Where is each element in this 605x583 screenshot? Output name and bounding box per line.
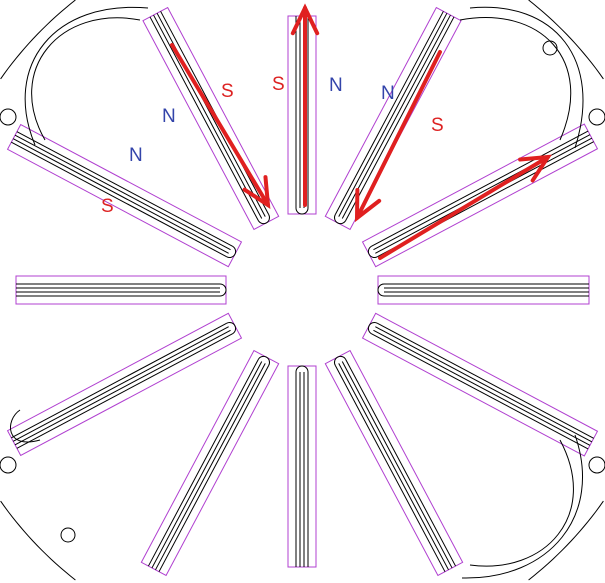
coil-trace <box>376 322 594 439</box>
direction-arrow <box>355 50 442 220</box>
coil-trace-loop <box>461 434 584 579</box>
pole-label-s: S <box>221 81 234 102</box>
coil-trace-loop <box>469 6 584 149</box>
coil-trace <box>345 359 457 567</box>
coil-trace <box>338 12 448 217</box>
slot-outline <box>6 312 243 457</box>
coil-trace <box>16 333 233 449</box>
slot-outline <box>377 275 590 305</box>
coil-slot <box>140 349 280 577</box>
coil-slot <box>142 6 280 231</box>
coil-trace <box>371 333 589 450</box>
coil-slot <box>15 275 227 305</box>
outer-board-edge <box>528 0 604 80</box>
slot-outline <box>287 15 317 215</box>
coil-trace <box>151 361 263 569</box>
pole-label-s: S <box>101 196 114 217</box>
mounting-hole <box>0 456 17 474</box>
coil-trace-loop <box>31 17 141 141</box>
coil-trace-turn <box>367 245 378 258</box>
arrowhead-icon <box>242 175 271 209</box>
coil-trace-turn <box>377 283 385 297</box>
coil-trace <box>373 134 591 251</box>
coil-trace-loop <box>469 439 574 567</box>
coil-slot <box>324 6 462 231</box>
coil-trace-turn <box>226 322 237 335</box>
coil-trace <box>338 363 449 571</box>
coil-trace-turn <box>334 214 347 225</box>
arrowhead-icon <box>290 3 320 36</box>
coil-trace-turn <box>295 365 309 373</box>
coil-trace <box>11 322 228 439</box>
coil-trace <box>147 359 259 567</box>
slot-outline <box>15 275 227 305</box>
arrowhead-icon <box>518 154 552 183</box>
pole-label-n: N <box>162 106 176 127</box>
slot-outline <box>361 312 599 457</box>
mounting-hole <box>588 108 605 126</box>
coil-trace <box>158 364 270 572</box>
mounting-hole <box>0 108 17 126</box>
coil-trace-turn <box>219 283 227 297</box>
coil-trace <box>149 16 259 221</box>
coil-trace <box>155 363 266 571</box>
coil-trace <box>375 326 593 443</box>
coil-trace-turn <box>367 322 378 335</box>
coil-trace <box>373 329 591 446</box>
coil-slot <box>361 312 599 457</box>
coil-slot <box>6 123 243 268</box>
pole-label-n: N <box>329 75 343 96</box>
coil-trace <box>371 130 589 247</box>
direction-arrow <box>170 43 270 207</box>
outer-board-edge <box>0 500 76 581</box>
coil-trace <box>153 14 263 219</box>
pole-label-n: N <box>381 83 395 104</box>
coil-trace-loop <box>9 409 41 443</box>
coil-trace <box>12 138 229 254</box>
pole-label-s: S <box>431 115 444 136</box>
pole-label-s: S <box>272 74 285 95</box>
coil-trace <box>334 11 444 216</box>
coil-trace <box>16 131 233 247</box>
coil-trace <box>14 329 231 446</box>
coil-trace <box>341 14 451 219</box>
coil-trace-loop <box>24 6 149 146</box>
direction-arrow <box>378 155 550 260</box>
coil-slot <box>287 15 317 215</box>
coil-trace-turn <box>257 355 270 366</box>
arrowhead-icon <box>354 188 382 223</box>
coil-trace-loop <box>459 17 572 141</box>
outer-board-edge <box>0 0 76 80</box>
mounting-hole <box>60 527 76 543</box>
pole-label-n: N <box>129 145 143 166</box>
mounting-hole <box>588 456 605 474</box>
coil-slot <box>377 275 590 305</box>
coil-trace-turn <box>295 207 309 215</box>
coil-slot <box>6 312 243 457</box>
slot-outline <box>140 349 280 577</box>
coil-trace-turn <box>226 245 237 258</box>
slot-outline <box>287 365 317 568</box>
coil-trace <box>12 326 229 442</box>
slot-outline <box>324 349 464 577</box>
coil-trace <box>334 364 446 572</box>
coil-trace <box>341 361 453 569</box>
mounting-hole <box>542 40 558 56</box>
coil-slot <box>287 365 317 568</box>
coil-trace <box>345 16 455 221</box>
slot-outline <box>6 123 243 268</box>
coil-trace <box>11 141 228 258</box>
coil-trace-turn <box>334 355 347 366</box>
coil-trace-turn <box>257 214 270 225</box>
coil-trace <box>14 134 231 251</box>
outer-board-edge <box>528 500 604 581</box>
coil-slot <box>324 349 464 577</box>
